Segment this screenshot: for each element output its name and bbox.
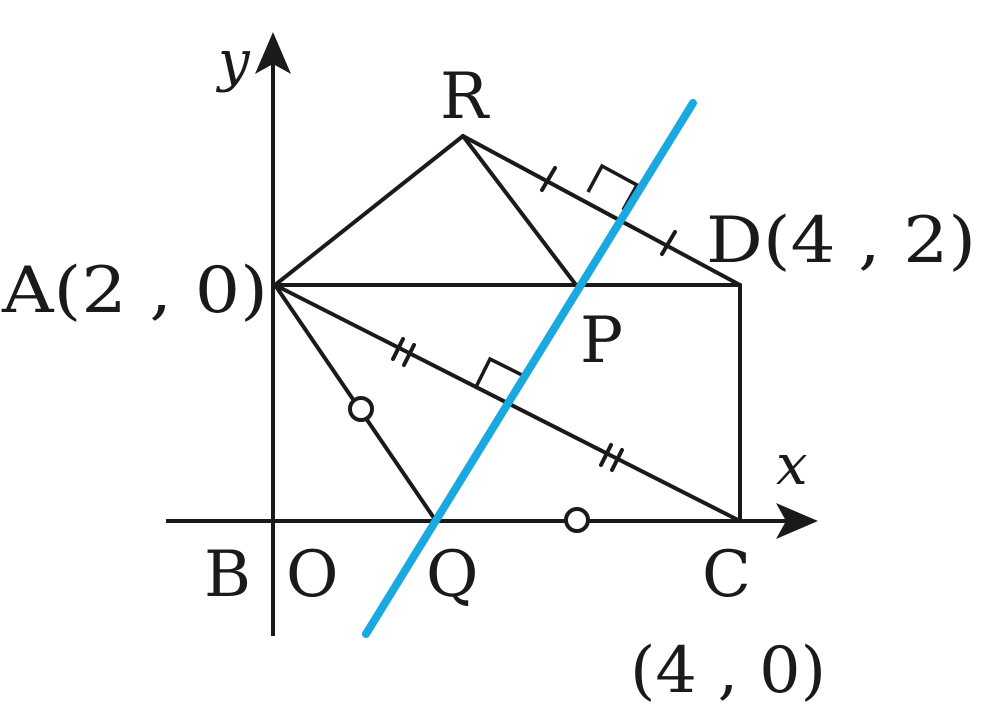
tick-AC-2a (599, 443, 613, 467)
x-axis-label: x (776, 433, 808, 498)
circle-marker-AQ (348, 396, 374, 422)
y-axis-label: y (215, 29, 251, 94)
point-label-A: A(2 , 0) (1, 254, 268, 328)
circle-marker-QC (564, 507, 590, 533)
point-label-D: D(4 , 2) (706, 204, 976, 278)
tick-RD-2 (660, 230, 677, 256)
segment-RP (461, 134, 578, 287)
point-label-P: P (580, 304, 623, 378)
point-C-coordinates: (4 , 0) (630, 634, 826, 708)
tick-RD-1 (540, 166, 557, 192)
point-label-C: C (702, 538, 751, 612)
right-angle-marker-RD (586, 163, 640, 211)
segment-RD (461, 134, 742, 287)
tick-AC-1b (402, 343, 416, 367)
point-label-O: O (286, 538, 338, 612)
x-axis-arrowhead (776, 503, 818, 539)
tick-AC-1a (391, 337, 405, 361)
y-axis-arrowhead (255, 32, 291, 74)
perpendicular-bisector-line (362, 99, 697, 638)
point-label-R: R (440, 60, 490, 134)
tick-AC-2b (610, 448, 624, 472)
point-label-Q: Q (426, 538, 478, 612)
point-label-B: B (204, 538, 251, 612)
segment-AR (273, 134, 465, 287)
